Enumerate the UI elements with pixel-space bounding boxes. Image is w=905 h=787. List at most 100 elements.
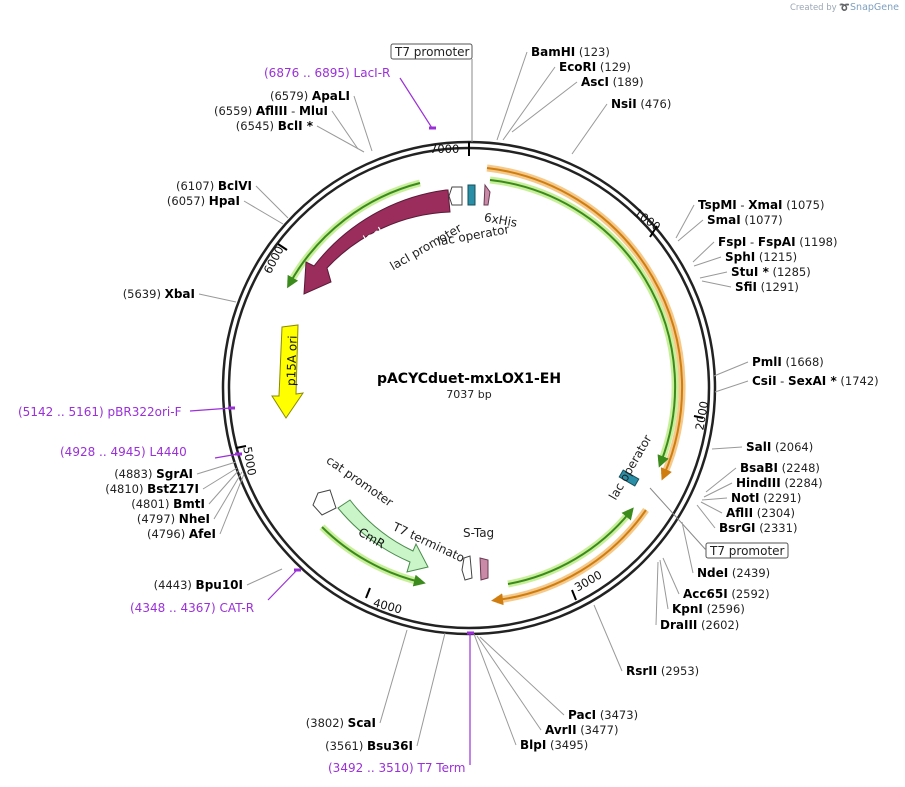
enzyme-label[interactable]: Acc65I (2592) [683,587,770,601]
enzyme-leader-line [476,635,542,731]
enzyme-name: BsrGI [719,521,756,535]
enzyme-label[interactable]: StuI * (1285) [731,265,811,279]
primer-label[interactable]: (4348 .. 4367) CAT-R [130,601,254,615]
enzyme-name: RsrII [626,664,657,678]
enzyme-label[interactable]: BsaBI (2248) [740,461,820,475]
enzyme-label[interactable]: AscI (189) [581,75,644,89]
enzyme-leader-line [659,559,669,610]
enzyme-separator: - [287,104,298,118]
enzyme-name: KpnI [672,602,703,616]
enzyme-leader-line [675,204,695,239]
t7-promoter-top[interactable]: T7 promoter [390,43,473,142]
enzyme-label[interactable]: KpnI (2596) [672,602,745,616]
enzyme-label[interactable]: (4797) NheI [137,512,210,526]
enzyme-label[interactable]: PacI (3473) [568,708,638,722]
enzyme-label[interactable]: (4810) BstZ17I [105,482,199,496]
enzyme-label[interactable]: AvrII (3477) [545,723,618,737]
plasmid-size: 7037 bp [446,388,491,401]
t7-terminator-label: T7 terminator [390,519,472,567]
enzyme-name: SexAI * [788,374,837,388]
t7-promoter-right-label: T7 promoter [709,544,785,558]
tick-label: 2000 [692,400,711,431]
enzyme-name: NheI [179,512,210,526]
enzyme-position: (1291) [761,280,799,294]
enzyme-position: (476) [640,97,671,111]
primer-leader-line [189,407,232,412]
enzyme-position: (4796) [147,527,185,541]
enzyme-name: AflII [726,506,753,520]
enzyme-leader-line [479,636,565,716]
enzyme-position: (4797) [137,512,175,526]
enzyme-label[interactable]: (4801) BmtI [131,497,205,511]
enzyme-label[interactable]: (3802) ScaI [306,716,376,730]
enzyme-label[interactable]: EcoRI (129) [559,60,631,74]
enzyme-leader-line [255,185,289,219]
enzyme-label[interactable]: (6559) AflIII - MluI [214,104,328,118]
tick-label: 7000 [430,142,459,156]
enzyme-label[interactable]: (6579) ApaLI [270,89,350,103]
cmr-feature[interactable]: CmR [337,499,429,573]
enzyme-label[interactable]: (4796) AfeI [147,527,216,541]
credit-prefix: Created by [789,3,837,13]
enzyme-label[interactable]: (6545) BclI * [236,119,314,133]
enzyme-label[interactable]: HindIII (2284) [736,476,823,490]
primer-label[interactable]: (4928 .. 4945) L4440 [60,445,187,459]
enzyme-label[interactable]: SmaI (1077) [707,213,783,227]
enzyme-label[interactable]: SfiI (1291) [735,280,799,294]
enzyme-label[interactable]: CsiI - SexAI * (1742) [752,374,879,388]
p15a-ori-label: p15A ori [284,335,300,386]
enzyme-label[interactable]: (4443) Bpu10I [154,578,243,592]
enzyme-leader-line [202,467,238,490]
enzyme-leader-line [703,482,733,498]
enzyme-leader-line [681,521,694,574]
enzyme-name: AfeI [189,527,216,541]
enzyme-label[interactable]: PmlI (1668) [752,355,824,369]
enzyme-name: PmlI [752,355,782,369]
enzyme-label[interactable]: (4883) SgrAI [114,467,193,481]
enzyme-label[interactable]: (6107) BclVI [176,179,252,193]
primer-label[interactable]: (6876 .. 6895) LacI-R [264,66,390,80]
enzyme-label[interactable]: RsrII (2953) [626,664,699,678]
primer-label[interactable]: (5142 .. 5161) pBR322ori-F [18,405,182,419]
enzyme-label[interactable]: AflII (2304) [726,506,795,520]
enzyme-label[interactable]: NsiI (476) [611,97,671,111]
enzyme-name: BclVI [218,179,252,193]
enzyme-label[interactable]: (3561) Bsu36I [325,739,413,753]
credit-brand: SnapGene [850,2,899,13]
enzyme-leader-line [699,271,728,279]
orf-arcs [286,164,686,606]
enzyme-leader-line [693,256,722,267]
enzyme-leader-line [713,361,749,377]
s-tag-label: S-Tag [463,526,494,540]
enzyme-position: (2331) [759,521,797,535]
primer-range: (6876 .. 6895) [264,66,350,80]
enzyme-position: (1077) [744,213,782,227]
enzyme-name: AflIII [256,104,288,118]
enzyme-leader-line [246,568,283,586]
enzyme-label[interactable]: FspI - FspAI (1198) [718,235,837,249]
enzyme-label[interactable]: NdeI (2439) [697,566,770,580]
enzyme-position: (2592) [731,587,769,601]
enzyme-label[interactable]: NotI (2291) [731,491,801,505]
enzyme-label[interactable]: SphI (1215) [725,250,797,264]
enzyme-label[interactable]: (5639) XbaI [123,287,195,301]
enzyme-position: (2304) [757,506,795,520]
enzyme-label[interactable]: (6057) HpaI [167,194,240,208]
enzyme-leader-line [705,467,737,493]
enzyme-position: (2284) [784,476,822,490]
enzyme-label[interactable]: BamHI (123) [531,45,610,59]
enzyme-label[interactable]: SalI (2064) [746,440,813,454]
enzyme-leader-line [677,219,704,242]
enzyme-label[interactable]: TspMI - XmaI (1075) [698,198,824,212]
primer-label[interactable]: (3492 .. 3510) T7 Term [328,761,465,775]
enzyme-label[interactable]: BlpI (3495) [520,738,588,752]
primer-range: (3492 .. 3510) [328,761,414,775]
primer-site-marker [467,631,474,635]
t7-promoter-right[interactable]: T7 promoter [649,487,789,559]
enzyme-label[interactable]: DraIII (2602) [660,618,739,632]
enzyme-name: ScaI [348,716,376,730]
primer-name: L4440 [150,445,187,459]
p15a-ori-feature[interactable]: p15A ori [271,324,305,419]
enzyme-name: XbaI [165,287,195,301]
enzyme-label[interactable]: BsrGI (2331) [719,521,797,535]
